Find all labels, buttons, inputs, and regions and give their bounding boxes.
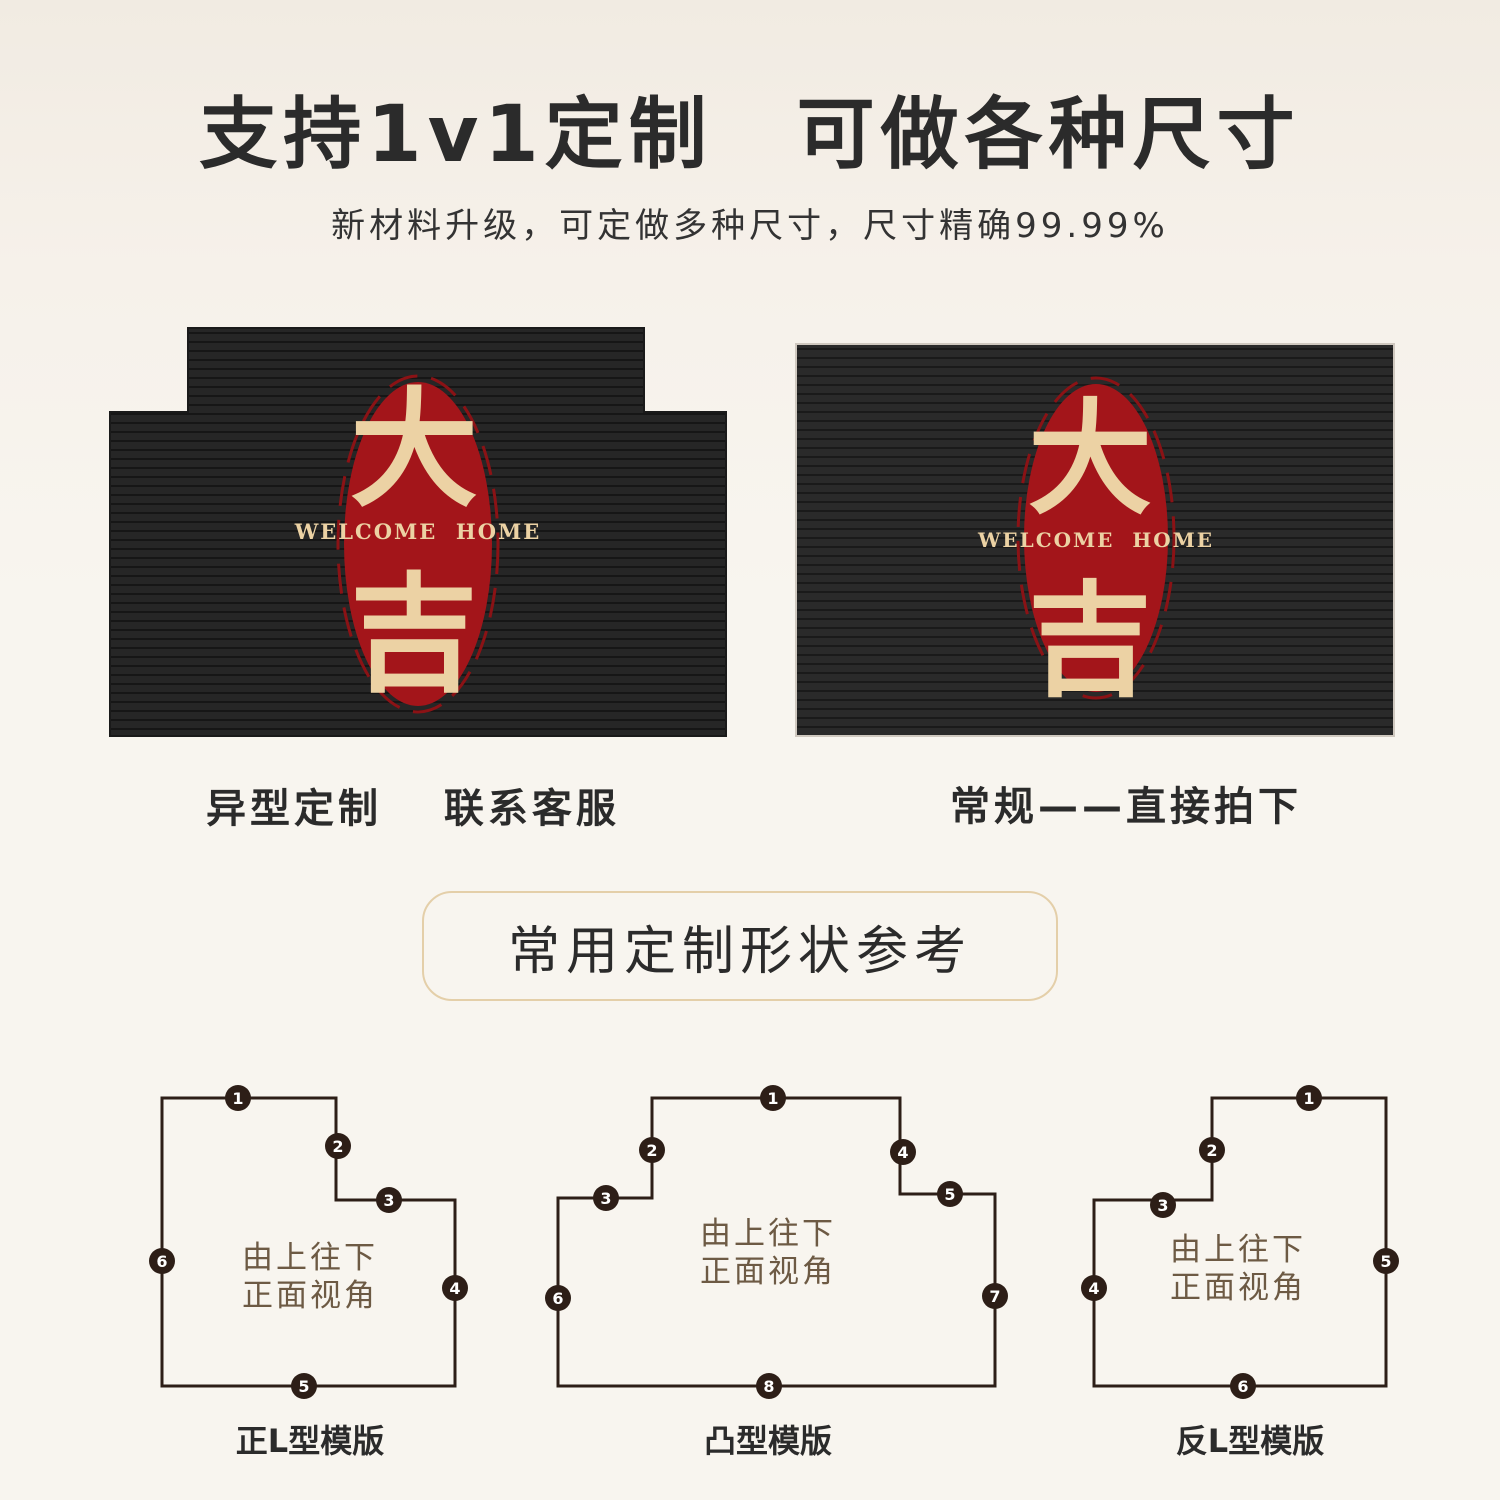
edge-marker-number: 6 xyxy=(156,1252,167,1271)
edge-marker-number: 3 xyxy=(600,1189,611,1208)
edge-marker-number: 1 xyxy=(1303,1089,1314,1108)
edge-marker-number: 5 xyxy=(1380,1252,1391,1271)
welcome-text: WELCOME HOME xyxy=(977,528,1214,552)
page-title: 支持1v1定制 可做各种尺寸 xyxy=(199,90,1301,180)
edge-marker: 1 xyxy=(225,1085,251,1111)
edge-marker: 2 xyxy=(639,1137,665,1163)
edge-marker: 3 xyxy=(376,1187,402,1213)
template-reverse-l-view-line1: 由上往下 xyxy=(1170,1232,1306,1268)
template-reverse-l-name: 反L型模版 xyxy=(1176,1422,1324,1460)
edge-marker: 4 xyxy=(1081,1275,1107,1301)
edge-marker-number: 2 xyxy=(332,1137,343,1156)
template-l-view-line1: 由上往下 xyxy=(242,1240,378,1276)
edge-marker: 1 xyxy=(1296,1085,1322,1111)
edge-marker: 5 xyxy=(937,1181,963,1207)
edge-marker: 6 xyxy=(1230,1373,1256,1399)
standard-mat-caption: 常规——直接拍下 xyxy=(950,784,1302,830)
edge-marker: 3 xyxy=(593,1185,619,1211)
edge-marker: 8 xyxy=(756,1373,782,1399)
standard-mat-image: 大 吉 WELCOME HOME xyxy=(795,343,1395,737)
edge-marker-number: 5 xyxy=(298,1377,309,1396)
seal-char-2: 吉 xyxy=(1028,569,1152,714)
template-l-name: 正L型模版 xyxy=(236,1422,384,1460)
edge-marker: 6 xyxy=(149,1248,175,1274)
template-reverse-l-view-line2: 正面视角 xyxy=(1170,1270,1306,1306)
edge-marker: 4 xyxy=(442,1275,468,1301)
template-l-outline xyxy=(160,1096,457,1388)
edge-marker: 7 xyxy=(982,1283,1008,1309)
edge-marker-number: 4 xyxy=(897,1143,908,1162)
edge-marker: 2 xyxy=(1199,1137,1225,1163)
page-subtitle: 新材料升级，可定做多种尺寸，尺寸精确99.99% xyxy=(331,206,1169,246)
custom-mat-caption: 异型定制 联系客服 xyxy=(206,786,620,832)
template-convex-view-line1: 由上往下 xyxy=(700,1216,836,1252)
custom-shape-mat-image: 大 吉 WELCOME HOME xyxy=(109,327,727,737)
template-l-view-line2: 正面视角 xyxy=(242,1278,378,1314)
template-convex-name: 凸型模版 xyxy=(704,1422,832,1460)
edge-marker-number: 4 xyxy=(449,1279,460,1298)
edge-marker-number: 6 xyxy=(1237,1377,1248,1396)
edge-marker-number: 3 xyxy=(383,1191,394,1210)
template-reverse-l-outline xyxy=(1092,1096,1388,1388)
edge-marker: 5 xyxy=(291,1373,317,1399)
seal-char-1: 大 xyxy=(350,375,478,525)
welcome-text: WELCOME HOME xyxy=(294,519,542,544)
edge-marker-number: 2 xyxy=(1206,1141,1217,1160)
edge-marker: 2 xyxy=(325,1133,351,1159)
template-convex-outline xyxy=(556,1096,997,1388)
edge-marker-number: 2 xyxy=(646,1141,657,1160)
edge-marker-number: 6 xyxy=(552,1289,563,1308)
edge-marker: 1 xyxy=(760,1085,786,1111)
shape-reference-button[interactable]: 常用定制形状参考 xyxy=(422,891,1058,1001)
shape-templates: 1 2 3 4 5 6 1 2 3 4 5 6 7 8 1 2 3 4 5 6 由上往下 正面视角 由上往下 正面视角… xyxy=(149,1085,1399,1460)
edge-marker-number: 7 xyxy=(989,1287,1000,1306)
edge-marker-number: 3 xyxy=(1157,1196,1168,1215)
edge-marker-number: 5 xyxy=(944,1185,955,1204)
edge-marker: 3 xyxy=(1150,1192,1176,1218)
edge-marker: 5 xyxy=(1373,1248,1399,1274)
seal-char-1: 大 xyxy=(1028,387,1152,532)
edge-marker-number: 4 xyxy=(1088,1279,1099,1298)
edge-marker-number: 1 xyxy=(232,1089,243,1108)
edge-marker-number: 8 xyxy=(763,1377,774,1396)
edge-marker: 6 xyxy=(545,1285,571,1311)
seal-char-2: 吉 xyxy=(350,560,478,710)
seal-ellipse xyxy=(344,382,492,706)
template-convex-view-line2: 正面视角 xyxy=(700,1254,836,1290)
seal-ellipse xyxy=(1024,384,1168,692)
edge-marker: 4 xyxy=(890,1139,916,1165)
shape-reference-label: 常用定制形状参考 xyxy=(507,921,972,982)
edge-marker-number: 1 xyxy=(767,1089,778,1108)
